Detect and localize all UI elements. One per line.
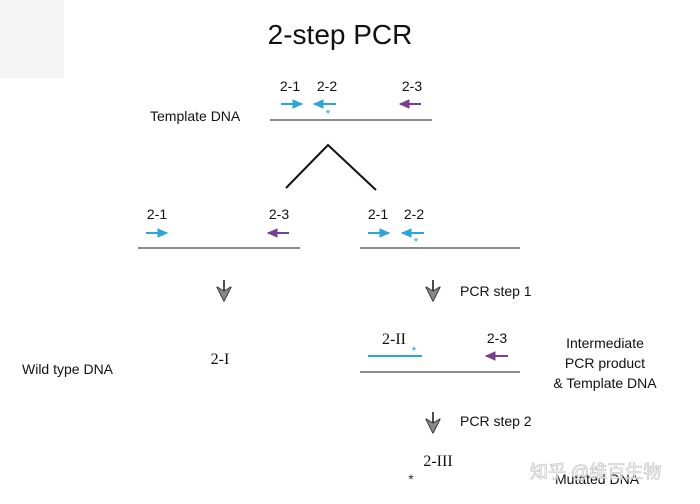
primer-label-2-2-right: 2-2	[404, 206, 424, 222]
page-title: 2-step PCR	[268, 19, 413, 50]
primer-label-2-2-top: 2-2	[317, 78, 337, 94]
intermediate-label-line3: & Template DNA	[553, 375, 657, 391]
pcr-step-1-label: PCR step 1	[460, 283, 532, 299]
intermediate-label-line2: PCR product	[565, 355, 645, 371]
watermark-text: 知乎 @维百生物	[530, 462, 661, 482]
wild-type-dna-label: Wild type DNA	[22, 361, 114, 377]
primer-label-2-3-top: 2-3	[402, 78, 422, 94]
product-label-2-II: 2-II	[382, 331, 406, 348]
mutation-star-right: *	[414, 235, 419, 249]
mutation-star-intermediate: *	[412, 344, 417, 358]
mutation-star-top: *	[326, 107, 331, 121]
product-label-2-III: 2-III	[423, 453, 452, 470]
mutation-star-mutated: *	[408, 471, 414, 487]
mutated-dna-label: Mutated DNA	[555, 471, 640, 487]
pcr-step-2-label: PCR step 2	[460, 413, 532, 429]
primer-label-2-1-left: 2-1	[147, 206, 167, 222]
primer-label-2-3-left: 2-3	[269, 206, 289, 222]
primer-label-2-3-intermediate: 2-3	[487, 330, 507, 346]
template-dna-label: Template DNA	[150, 108, 241, 124]
corner-placeholder	[0, 0, 64, 78]
split-arrow-lines	[285, 143, 377, 191]
primer-label-2-1-right: 2-1	[368, 206, 388, 222]
primer-label-2-1-top: 2-1	[280, 78, 300, 94]
intermediate-label-line1: Intermediate	[566, 335, 644, 351]
product-label-2-I: 2-I	[211, 351, 230, 368]
